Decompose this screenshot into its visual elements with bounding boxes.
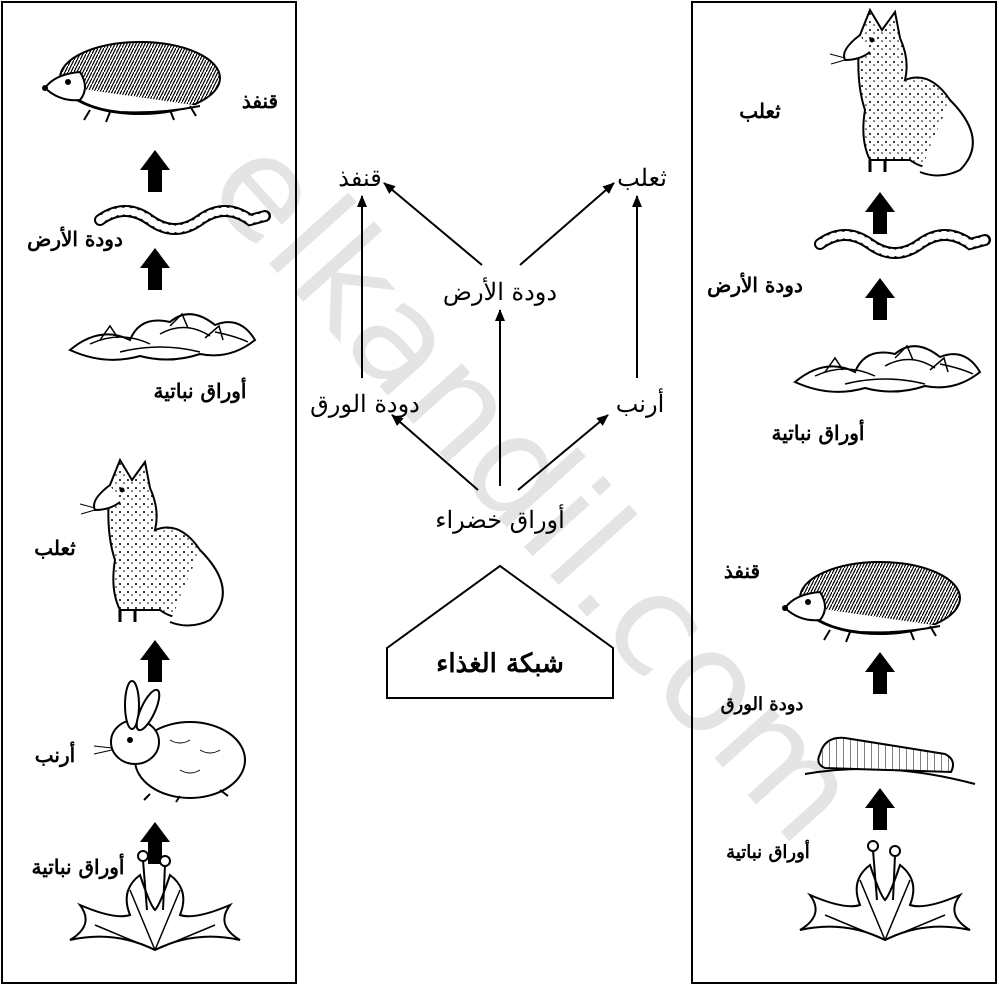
arrow-up-icon (865, 652, 895, 694)
hedgehog-icon (42, 42, 220, 122)
left-chain2-middle-label: أرنب (35, 741, 75, 768)
left-chain1-bottom-label: أوراق نباتية (154, 377, 247, 404)
arrow-up-icon (140, 150, 170, 192)
fox-icon (80, 460, 223, 626)
right-chain1-bottom-label: أوراق نباتية (772, 419, 865, 446)
earthworm-icon (820, 235, 985, 253)
fox-icon (830, 10, 973, 176)
web-node-rabbit: أرنب (616, 387, 665, 418)
rabbit-icon (94, 681, 245, 802)
web-node-leafworm: دودة الورق (310, 390, 420, 418)
arrow-up-icon (865, 278, 895, 320)
right-chain2-top-label: قنفذ (724, 559, 760, 583)
left-chain2-top-label: ثعلب (34, 536, 76, 560)
web-node-earthworm: دودة الأرض (443, 276, 557, 306)
arrow-up-icon (140, 640, 170, 682)
left-chain1-top-label: قنفذ (242, 89, 278, 113)
right-chain2-middle-label: دودة الورق (721, 694, 804, 715)
right-chain1-top-label: ثعلب (739, 99, 781, 123)
left-chain2-bottom-label: أوراق نباتية (32, 853, 125, 880)
right-chain1-middle-label: دودة الأرض (707, 272, 803, 298)
hedgehog-icon (782, 562, 960, 642)
right-panel: ثعلب دودة الأرض أوراق نباتية قنفذ دودة ا… (692, 2, 996, 983)
arrow-up-icon (865, 192, 895, 234)
plant-icon (800, 841, 970, 940)
right-chain-1: ثعلب دودة الأرض أوراق نباتية (707, 10, 985, 446)
arrow-up-icon (865, 788, 895, 830)
leaves-icon (795, 346, 980, 392)
arrow-earthworm-to-fox (520, 183, 614, 265)
left-chain-2: ثعلب أرنب أوراق نباتية (32, 460, 245, 950)
web-node-green-leaves: أوراق خضراء (435, 503, 565, 534)
web-node-hedgehog: قنفذ (338, 164, 381, 192)
arrow-up-icon (140, 248, 170, 290)
watermark-text: elkandil.com (178, 104, 894, 873)
web-node-fox: ثعلب (617, 164, 667, 192)
right-chain2-bottom-label: أوراق نباتية (726, 840, 810, 863)
left-chain1-middle-label: دودة الأرض (27, 226, 123, 252)
web-title: شبكة الغذاء (436, 649, 564, 679)
leaves-icon (70, 314, 255, 360)
